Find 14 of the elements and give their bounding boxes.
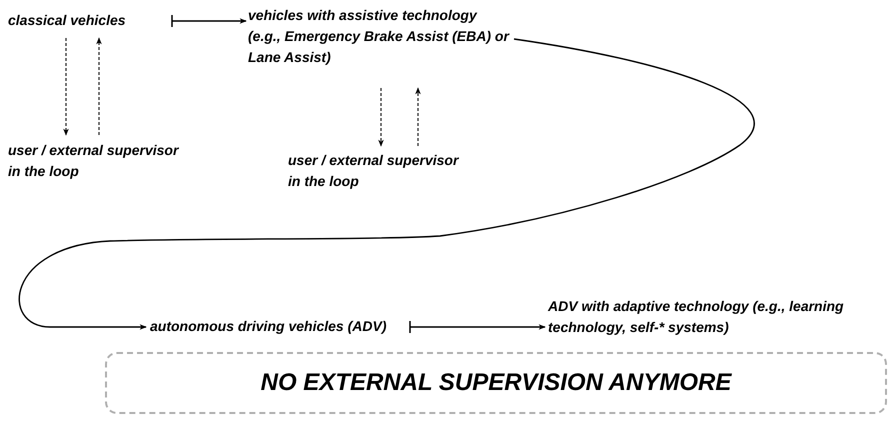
arrow — [96, 37, 102, 136]
arrow — [19, 38, 754, 330]
node-label: classical vehicles — [8, 10, 158, 31]
node-label: autonomous driving vehicles (ADV) — [150, 316, 405, 337]
arrow — [378, 88, 384, 147]
node-label: user / external supervisor in the loop — [288, 150, 466, 192]
arrow — [409, 320, 546, 334]
arrow — [63, 38, 69, 136]
node-label: user / external supervisor in the loop — [8, 140, 186, 182]
node-label: ADV with adaptive technology (e.g., learning technology, self-* systems) — [548, 296, 848, 338]
arrow — [415, 87, 421, 146]
node-label: vehicles with assistive technology (e.g., Emergency Brake Assist (EBA) or Lane Assist) — [248, 5, 510, 68]
arrow — [171, 14, 247, 28]
dashed-banner: NO EXTERNAL SUPERVISION ANYMORE — [105, 352, 887, 414]
